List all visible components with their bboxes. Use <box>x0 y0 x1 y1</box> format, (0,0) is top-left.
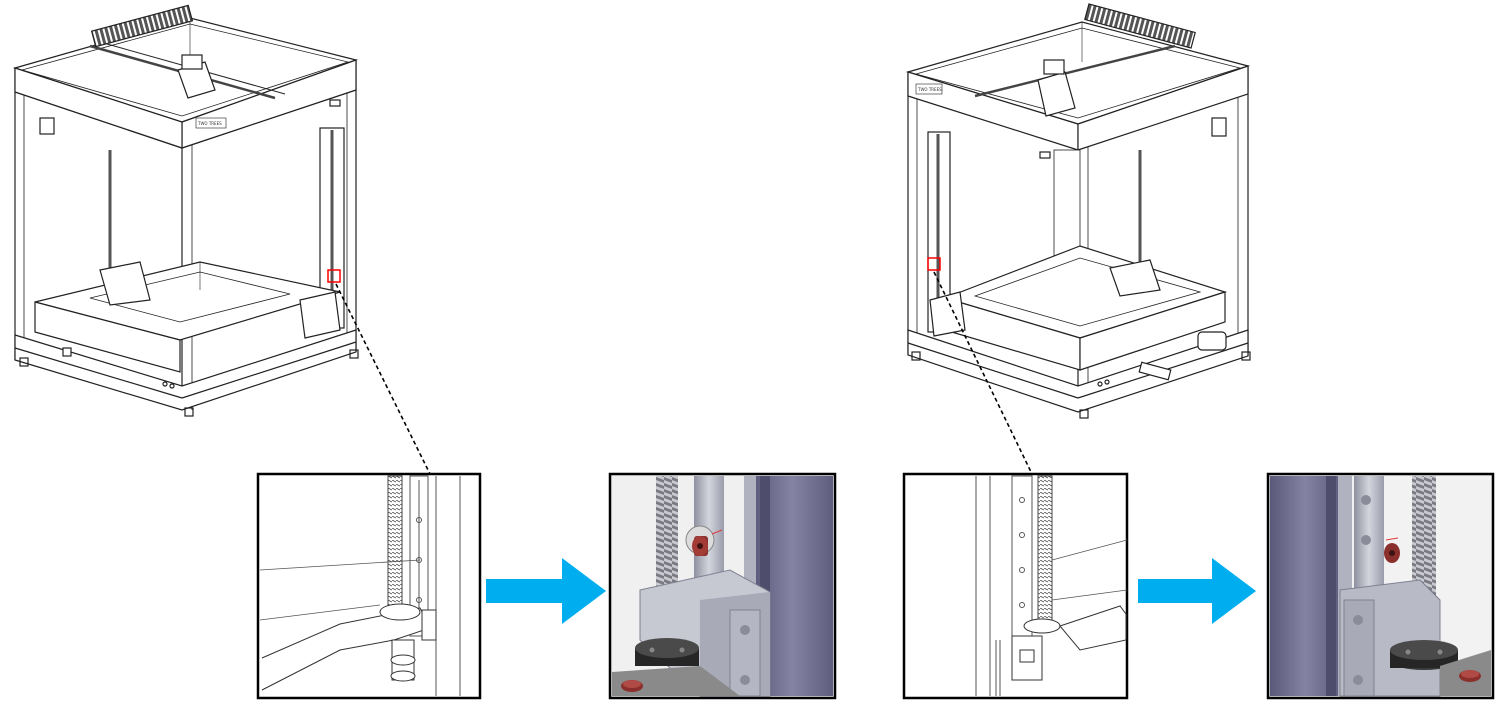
left-printer-badge: TWO TREES <box>197 121 222 126</box>
panel-right-after <box>1266 472 1495 700</box>
right-leader-line <box>933 271 1033 475</box>
panel-left-after <box>608 472 837 700</box>
right-printer-badge: TWO TREES <box>917 87 942 92</box>
panel-left-before <box>256 472 482 700</box>
left-callout-box <box>327 269 341 283</box>
left-printer <box>12 4 359 417</box>
right-callout-box <box>927 257 941 271</box>
arrow-right-icon <box>486 558 606 624</box>
panel-right-before <box>902 472 1129 700</box>
right-printer <box>905 3 1251 419</box>
left-leader-line <box>335 283 431 475</box>
arrow-right-icon <box>1138 558 1256 624</box>
